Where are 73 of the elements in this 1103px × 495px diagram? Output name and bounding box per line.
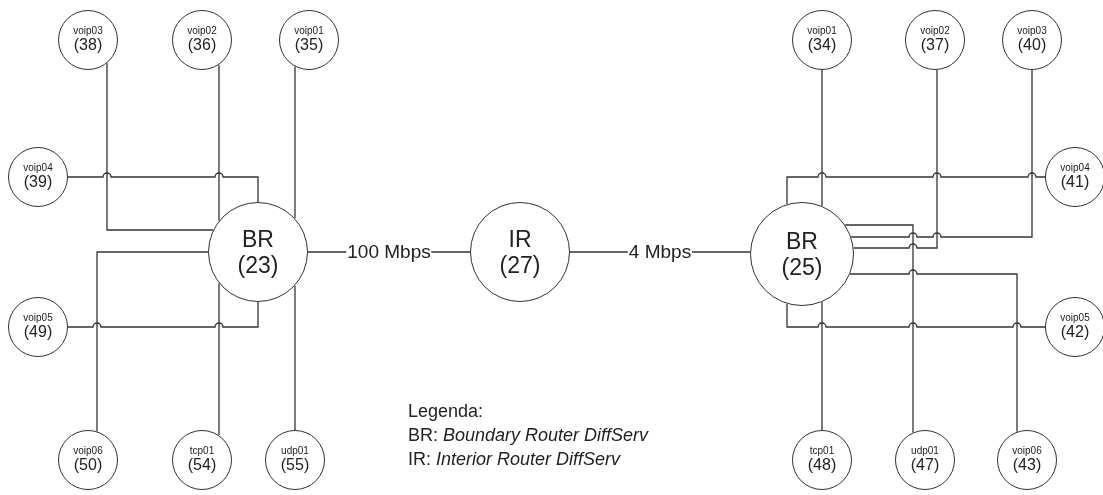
- connector-line: [844, 224, 914, 434]
- node-name: voip01: [807, 26, 837, 37]
- node-number: (48): [807, 456, 837, 474]
- connector-line: [786, 303, 1046, 328]
- node-name: voip06: [73, 446, 103, 457]
- host-circle: [8, 297, 68, 357]
- node-number: (34): [807, 36, 837, 54]
- host-circle: [172, 10, 232, 70]
- connector-line: [786, 172, 1046, 205]
- node-number: (55): [280, 456, 310, 474]
- node-number: (23): [237, 252, 279, 279]
- host-circle: [997, 430, 1057, 490]
- node-name: BR: [242, 225, 274, 252]
- host-circle: [58, 10, 118, 70]
- legend-entry: BR: Boundary Router DiffServ: [408, 425, 649, 447]
- node-number: (47): [910, 456, 940, 474]
- host-circle: [792, 10, 852, 70]
- connector-line: [96, 251, 209, 433]
- connector-line: [218, 64, 220, 222]
- node-name: voip06: [1012, 446, 1042, 457]
- node-number: (35): [294, 36, 324, 54]
- node-number: (38): [73, 36, 103, 54]
- host-circle: [1045, 147, 1103, 207]
- node-name: voip04: [23, 163, 53, 174]
- host-circle: [172, 430, 232, 490]
- node-name: voip03: [73, 26, 103, 37]
- host-circle: [792, 430, 852, 490]
- connector-line: [67, 301, 259, 328]
- node-name: tcp01: [809, 446, 835, 457]
- connector-line: [294, 65, 296, 219]
- node-name: voip03: [1017, 26, 1047, 37]
- node-name: voip01: [294, 26, 324, 37]
- connector-line: [67, 172, 259, 203]
- node-number: (27): [499, 252, 541, 279]
- node-number: (40): [1017, 36, 1047, 54]
- node-number: (36): [187, 36, 217, 54]
- host-circle: [905, 10, 965, 70]
- node-number: (54): [187, 456, 217, 474]
- node-number: (37): [920, 36, 950, 54]
- node-number: (42): [1060, 323, 1090, 341]
- connector-line: [106, 62, 214, 231]
- connector-line: [294, 285, 296, 431]
- node-number: (25): [781, 254, 823, 281]
- host-circle: [58, 430, 118, 490]
- node-name: voip04: [1060, 163, 1090, 174]
- node-name: BR: [786, 227, 818, 254]
- legend-title: Legenda:: [408, 401, 484, 423]
- host-circle: [895, 430, 955, 490]
- node-name: voip02: [187, 26, 217, 37]
- host-circle: [279, 10, 339, 70]
- connector-line: [849, 269, 1018, 433]
- legend-entry: IR: Interior Router DiffServ: [408, 449, 621, 471]
- node-number: (39): [23, 173, 53, 191]
- host-circle: [1045, 297, 1103, 357]
- node-name: tcp01: [189, 446, 215, 457]
- connector-line: [821, 69, 823, 207]
- node-name: voip05: [23, 313, 53, 324]
- node-number: (49): [23, 323, 53, 341]
- node-name: udp01: [911, 446, 939, 457]
- host-circle: [265, 430, 325, 490]
- connector-line: [850, 69, 1033, 238]
- node-number: (50): [73, 456, 103, 474]
- connector-line: [853, 69, 938, 249]
- host-circle: [1002, 10, 1062, 70]
- node-number: (41): [1060, 173, 1090, 191]
- node-name: voip05: [1060, 313, 1090, 324]
- connector-line: [218, 282, 220, 436]
- node-name: udp01: [281, 446, 309, 457]
- node-number: (43): [1012, 456, 1042, 474]
- host-circle: [8, 147, 68, 207]
- connector-line: [821, 301, 823, 431]
- node-name: IR: [508, 225, 532, 252]
- node-name: voip02: [920, 26, 950, 37]
